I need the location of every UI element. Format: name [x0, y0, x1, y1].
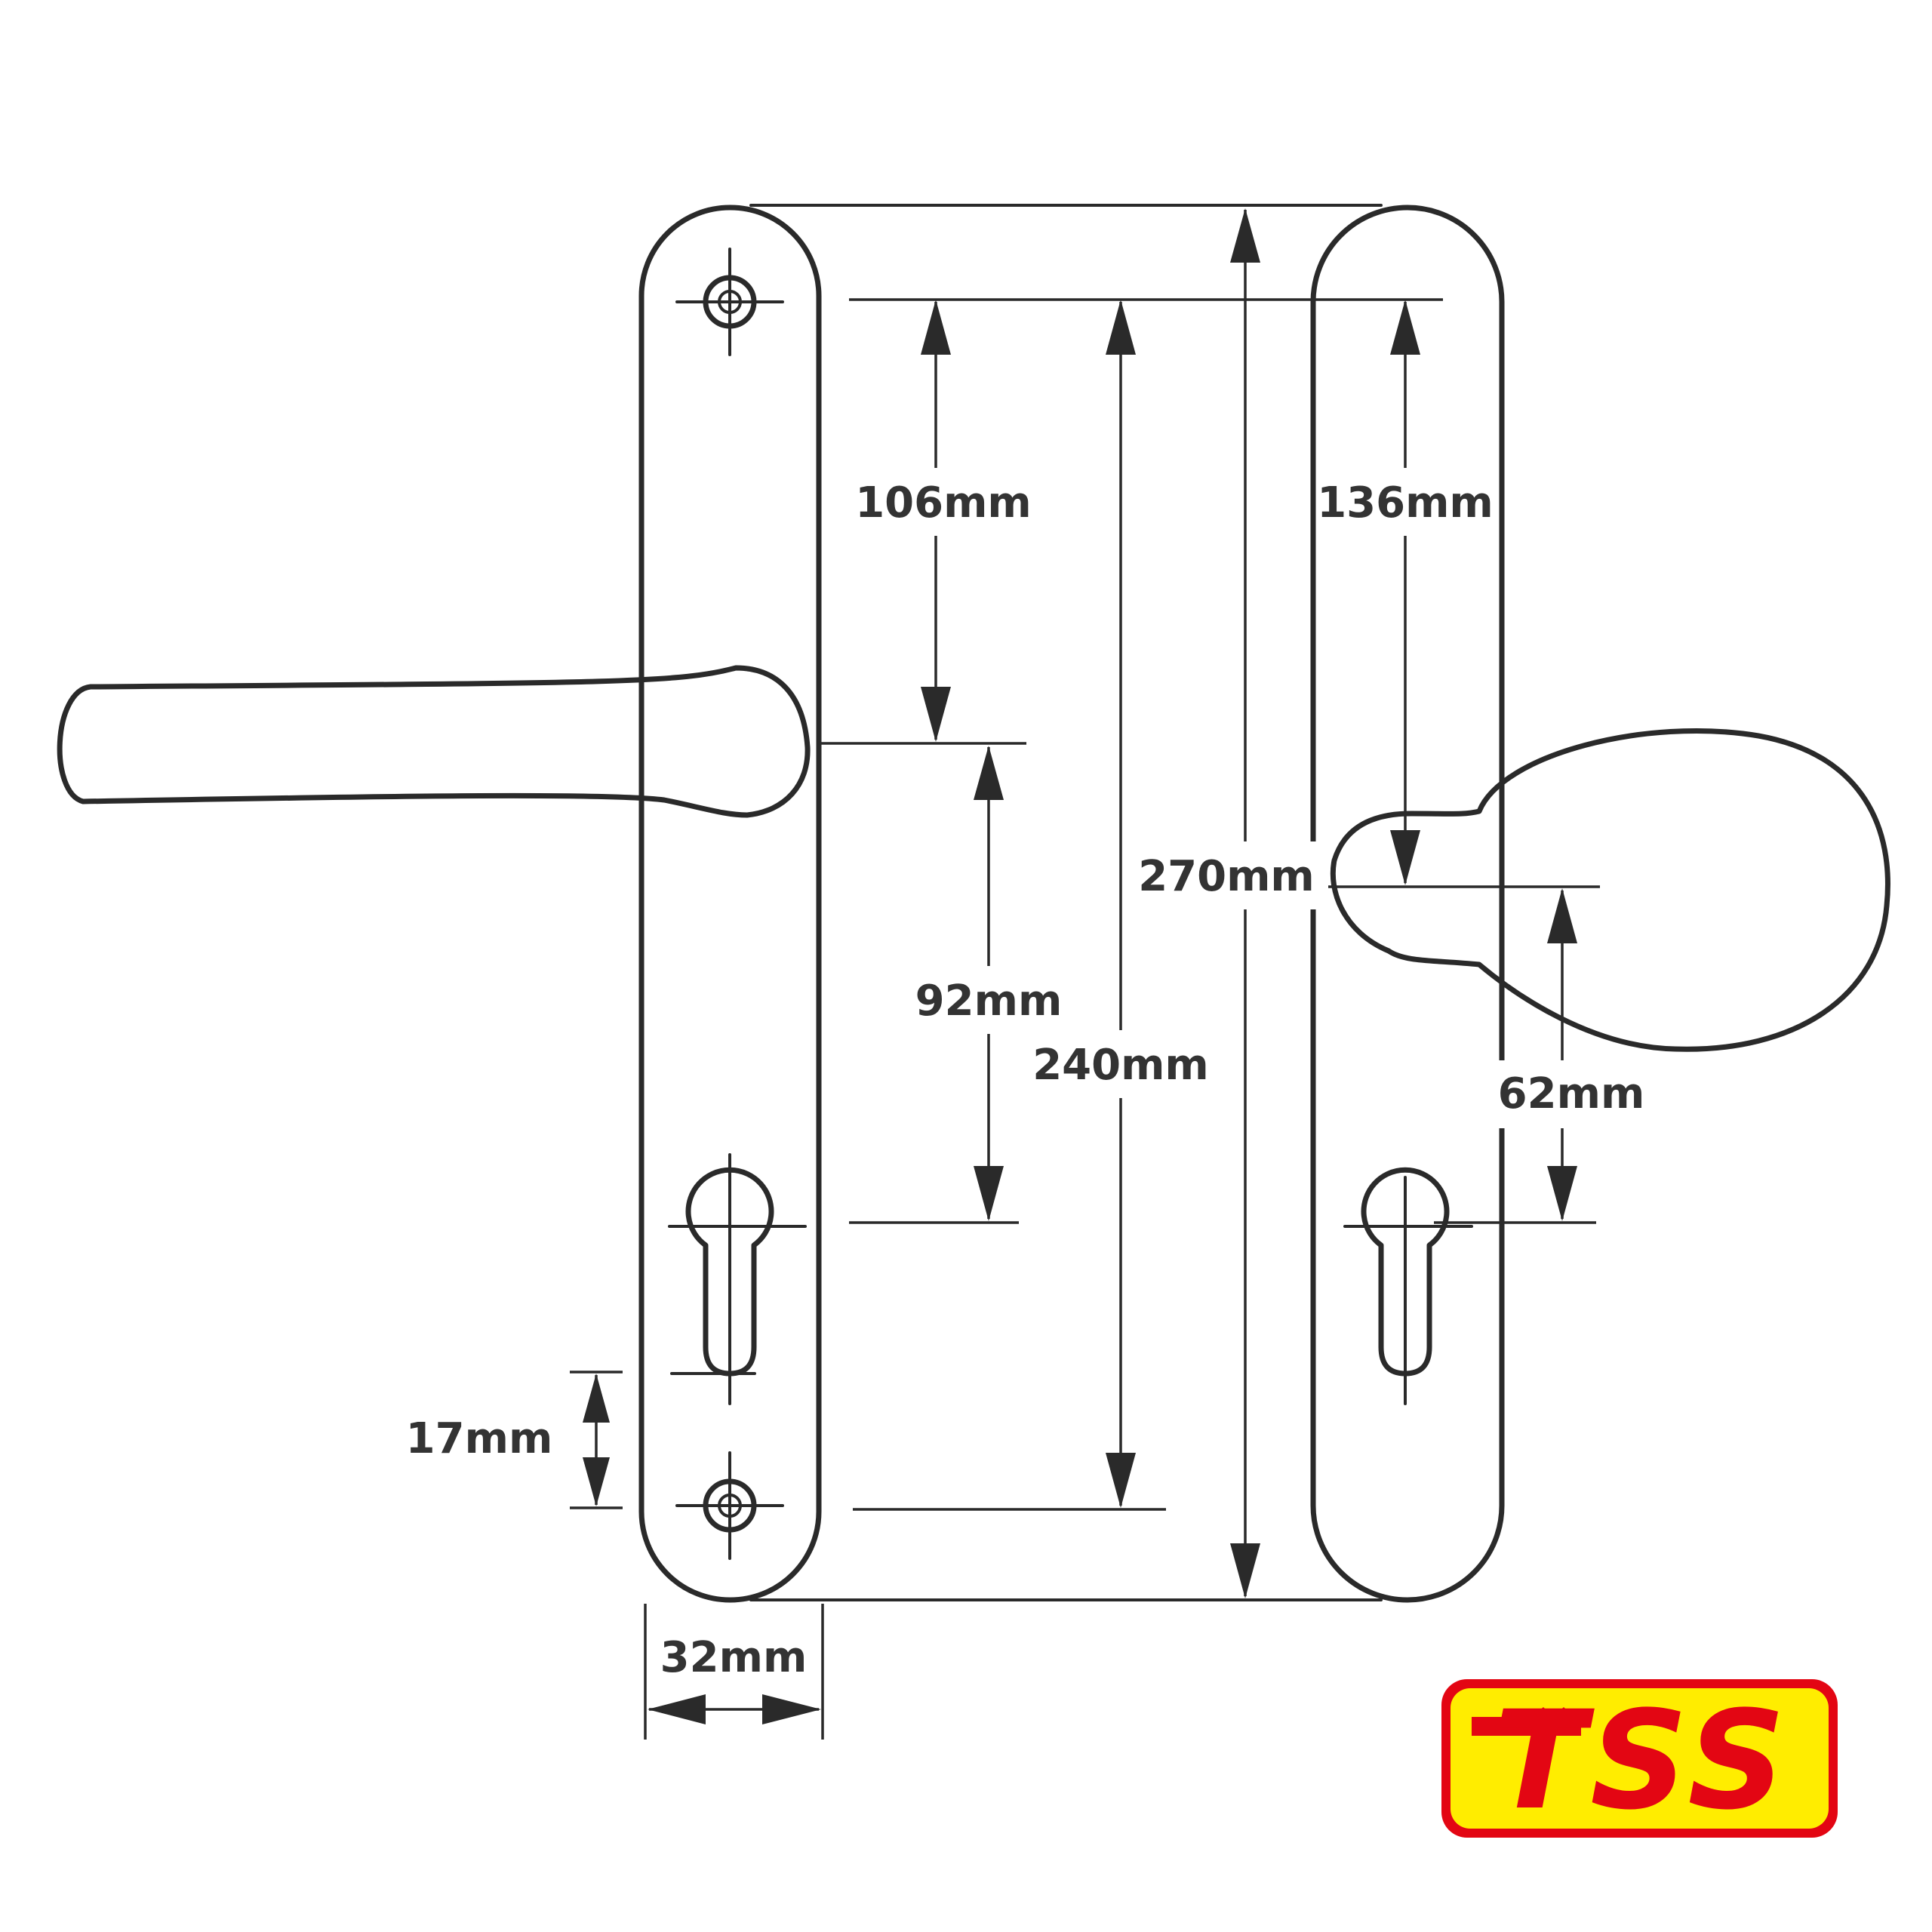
label-17mm: 17mm: [406, 1414, 553, 1463]
lever-handle: [57, 665, 811, 818]
bottom-screw-hole-icon: [675, 1451, 784, 1560]
label-136mm: 136mm: [1317, 478, 1494, 528]
logo-text: TSS: [1493, 1682, 1790, 1840]
label-32mm: 32mm: [660, 1633, 808, 1682]
label-92mm: 92mm: [915, 977, 1063, 1026]
plate-pair-outline: [749, 204, 1383, 1601]
top-screw-hole-icon: [675, 248, 784, 356]
label-106mm: 106mm: [855, 478, 1032, 528]
label-240mm: 240mm: [1032, 1041, 1209, 1090]
label-270mm: 270mm: [1138, 852, 1315, 901]
left-backplate: [638, 205, 822, 1603]
dimension-labels: 106mm 136mm 270mm 92mm 240mm 62mm 17mm 3…: [406, 468, 1649, 1682]
key-icon: [1472, 1707, 1581, 1736]
oval-knob: [1330, 728, 1890, 1052]
dimension-extension-lines: [570, 298, 1600, 1740]
tss-logo: TSS: [1441, 1679, 1838, 1840]
dimension-arrows: [583, 208, 1577, 1724]
left-cylinder-keyhole-icon: [668, 1153, 807, 1405]
right-cylinder-keyhole-icon: [1343, 1167, 1473, 1405]
label-62mm: 62mm: [1498, 1069, 1645, 1118]
